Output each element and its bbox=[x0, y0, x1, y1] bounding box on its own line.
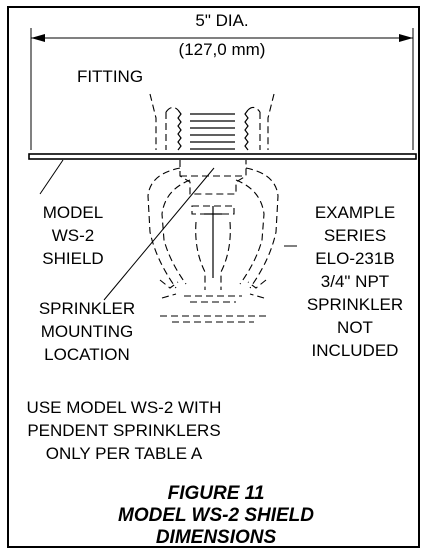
svg-text:ONLY PER TABLE A: ONLY PER TABLE A bbox=[46, 444, 203, 463]
svg-text:3/4" NPT: 3/4" NPT bbox=[321, 272, 389, 291]
fitting-outline bbox=[149, 93, 275, 150]
svg-text:FIGURE 11: FIGURE 11 bbox=[168, 483, 265, 504]
svg-text:USE MODEL WS-2 WITH: USE MODEL WS-2 WITH bbox=[27, 398, 222, 417]
figure-frame bbox=[7, 6, 420, 548]
svg-text:DIMENSIONS: DIMENSIONS bbox=[156, 527, 277, 548]
svg-text:SPRINKLER: SPRINKLER bbox=[39, 299, 135, 318]
figure-caption: FIGURE 11 MODEL WS-2 SHIELD DIMENSIONS bbox=[118, 483, 314, 548]
svg-text:INCLUDED: INCLUDED bbox=[312, 341, 399, 360]
dimension-diameter: 5" DIA. bbox=[195, 11, 248, 30]
dimension-line bbox=[30, 28, 414, 150]
shield-plate bbox=[28, 153, 417, 160]
svg-text:SHIELD: SHIELD bbox=[42, 249, 103, 268]
svg-text:LOCATION: LOCATION bbox=[44, 345, 130, 364]
usage-note: USE MODEL WS-2 WITH PENDENT SPRINKLERS O… bbox=[27, 398, 222, 463]
svg-text:MOUNTING: MOUNTING bbox=[41, 322, 134, 341]
svg-text:MODEL: MODEL bbox=[43, 203, 103, 222]
dimension-metric: (127,0 mm) bbox=[179, 40, 266, 59]
svg-text:PENDENT SPRINKLERS: PENDENT SPRINKLERS bbox=[27, 421, 220, 440]
shield-leader bbox=[39, 159, 64, 195]
svg-text:MODEL WS-2 SHIELD: MODEL WS-2 SHIELD bbox=[118, 505, 314, 526]
mounting-label: SPRINKLER MOUNTING LOCATION bbox=[39, 299, 135, 364]
threaded-nipple bbox=[177, 109, 249, 151]
svg-text:EXAMPLE: EXAMPLE bbox=[315, 203, 395, 222]
example-label: EXAMPLE SERIES ELO-231B 3/4" NPT SPRINKL… bbox=[307, 203, 403, 360]
sprinkler-outline bbox=[147, 160, 279, 323]
fitting-label: FITTING bbox=[77, 67, 143, 86]
svg-text:SPRINKLER: SPRINKLER bbox=[307, 295, 403, 314]
shield-label: MODEL WS-2 SHIELD bbox=[42, 203, 103, 268]
svg-text:SERIES: SERIES bbox=[324, 226, 386, 245]
svg-text:NOT: NOT bbox=[337, 318, 373, 337]
mounting-leader bbox=[103, 167, 215, 301]
svg-text:ELO-231B: ELO-231B bbox=[315, 249, 394, 268]
svg-text:WS-2: WS-2 bbox=[52, 226, 95, 245]
